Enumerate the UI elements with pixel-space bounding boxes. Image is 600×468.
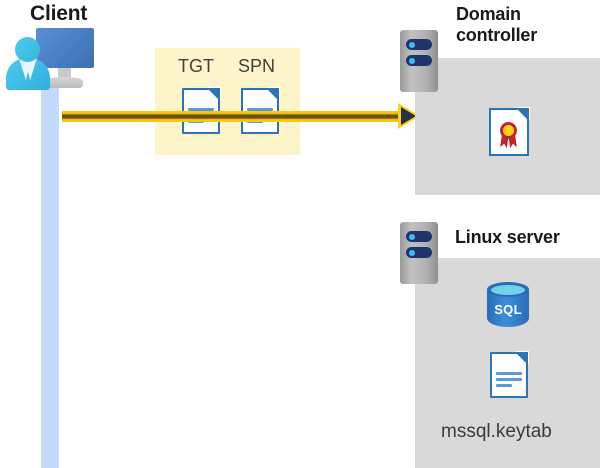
flow-connector-line: [62, 111, 402, 122]
tgt-label: TGT: [178, 56, 214, 76]
server-led-icon: [409, 57, 415, 64]
client-title: Client: [30, 2, 88, 25]
client-workstation-icon: [6, 28, 96, 90]
monitor-base-icon: [46, 77, 83, 88]
document-text-lines-icon: [496, 372, 522, 390]
certificate-icon: [489, 107, 530, 156]
server-bay-icon: [406, 231, 432, 242]
document-page-icon: [490, 352, 528, 398]
domain-controller-title: Domain controller: [456, 4, 538, 46]
keytab-filename-label: mssql.keytab: [441, 421, 552, 442]
server-bay-icon: [406, 247, 432, 258]
spn-label: SPN: [238, 56, 276, 76]
domain-controller-server-icon: [400, 30, 438, 92]
document-fold-icon: [207, 88, 220, 101]
database-top-icon: [487, 282, 529, 297]
user-head-icon: [15, 37, 40, 62]
server-led-icon: [409, 233, 415, 240]
linux-server-icon: [400, 222, 438, 284]
document-fold-icon: [266, 88, 279, 101]
linux-server-title: Linux server: [455, 227, 560, 247]
document-fold-icon: [515, 352, 528, 365]
monitor-screen-icon: [36, 28, 94, 68]
sql-database-icon: SQL: [487, 282, 529, 332]
database-top-inner-icon: [491, 285, 525, 295]
server-bay-icon: [406, 55, 432, 66]
server-led-icon: [409, 249, 415, 256]
seal-medal-icon: [500, 122, 517, 139]
client-lifeline: [41, 88, 59, 468]
flow-arrow-head-icon: [401, 107, 416, 125]
sql-database-label: SQL: [494, 302, 522, 317]
keytab-document-icon: [490, 351, 529, 398]
monitor-stand-icon: [58, 68, 71, 78]
server-led-icon: [409, 41, 415, 48]
certificate-fold-icon: [516, 108, 529, 121]
server-bay-icon: [406, 39, 432, 50]
